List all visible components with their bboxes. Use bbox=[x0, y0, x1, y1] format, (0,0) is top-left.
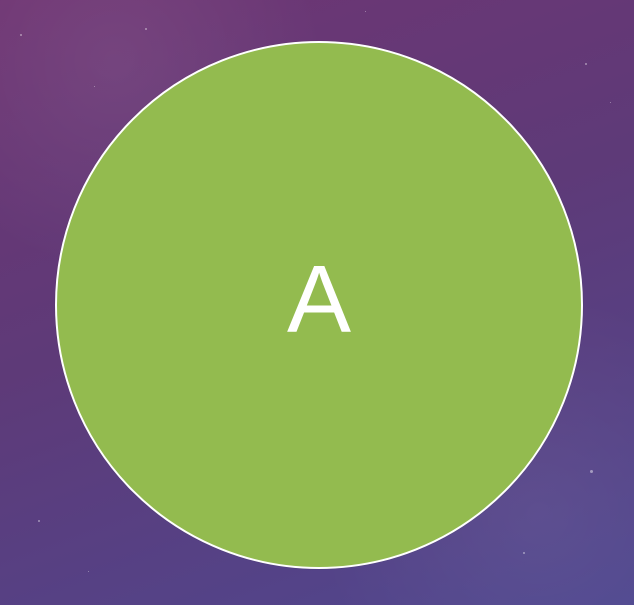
green-circle[interactable]: A bbox=[55, 41, 583, 569]
circle-label: A bbox=[286, 246, 352, 353]
